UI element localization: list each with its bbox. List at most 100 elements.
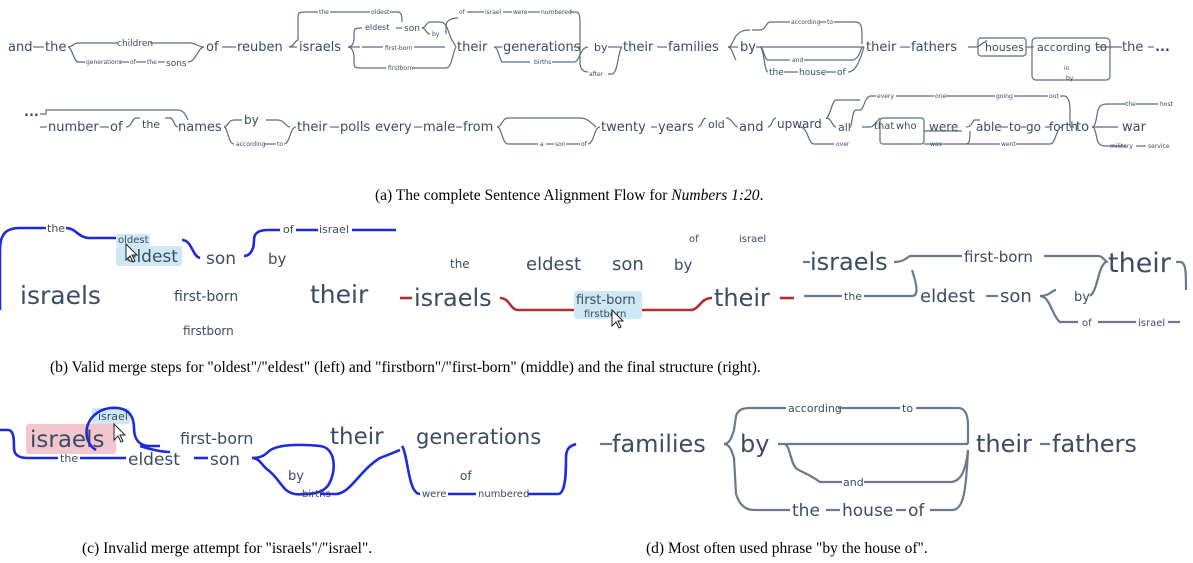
bm-son: son [612, 254, 644, 275]
bl-israel: israel [319, 223, 349, 236]
word-their-3: their [866, 40, 897, 55]
word-twenty: twenty [601, 120, 646, 135]
br-eldest: eldest [920, 286, 975, 307]
bm-the: the [450, 257, 470, 271]
bm-israels: israels [414, 284, 492, 312]
c-by: by [288, 469, 304, 484]
panel-b-right: israels first-born the eldest son by of … [803, 248, 1188, 329]
word-service: service [1148, 143, 1170, 150]
word-the-host: the [1126, 101, 1136, 108]
word-according: according [1037, 41, 1091, 54]
br-first-born: first-born [964, 248, 1033, 266]
word-going: going [996, 93, 1013, 100]
word-and-r2: and [739, 120, 763, 135]
d-by: by [740, 430, 769, 458]
d-their: their [976, 430, 1032, 458]
bl-oldest: oldest [118, 235, 149, 246]
word-births: births [534, 59, 551, 66]
word-upward: upward [777, 117, 822, 131]
word-by-1: by [594, 41, 608, 54]
c-eldest: eldest [128, 450, 180, 470]
c-numbered: numbered [478, 489, 529, 500]
word-fathers: fathers [911, 40, 957, 55]
bl-israels: israels [20, 281, 101, 310]
c-first-born: first-born [180, 429, 253, 448]
word-according-d1: according [791, 19, 821, 26]
br-by: by [1074, 290, 1090, 305]
word-to-1: to [1095, 40, 1107, 54]
bm-eldest: eldest [526, 254, 581, 275]
word-ellipsis-1: ... [1155, 40, 1170, 55]
word-by-small: by [432, 31, 440, 38]
word-numbered-top: numbered [541, 9, 572, 16]
word-ellipsis-2: ... [24, 105, 39, 120]
word-by-2: by [740, 40, 756, 55]
word-by-small-2: by [1066, 75, 1074, 82]
br-son: son [1000, 286, 1032, 307]
bl-by: by [268, 250, 287, 268]
word-every: every [375, 120, 412, 135]
bm-by: by [674, 256, 693, 274]
word-polls: polls [340, 120, 370, 135]
word-house-d1: house [799, 68, 827, 78]
bm-their: their [714, 284, 770, 312]
word-the-d1: the [769, 68, 784, 78]
flow-row-1: and the children generations of the sons… [8, 9, 1170, 82]
word-go: go [1026, 120, 1041, 134]
bm-of: of [689, 234, 699, 245]
c-their: their [330, 424, 384, 450]
word-of-top: of [459, 9, 466, 16]
d-the: the [792, 501, 820, 521]
word-houses: houses [985, 41, 1024, 54]
c-the: the [60, 452, 78, 465]
caption-a: (a) The complete Sentence Alignment Flow… [375, 187, 763, 204]
word-to-r2: to [1009, 120, 1021, 134]
panel-d: families by according to and the house o… [600, 402, 1137, 521]
word-their-2: their [623, 40, 654, 55]
word-war: war [1122, 120, 1147, 135]
bl-eldest: eldest [126, 247, 178, 267]
br-the: the [844, 290, 862, 303]
c-israel: israel [98, 410, 128, 423]
d-fathers: fathers [1052, 430, 1137, 458]
word-their-1: their [457, 40, 488, 55]
word-of-r2-small: of [581, 141, 588, 148]
word-old: old [708, 118, 725, 131]
c-israels: israels [30, 427, 104, 453]
word-from: from [463, 120, 493, 135]
word-sons: sons [166, 59, 187, 69]
word-of: of [206, 40, 219, 55]
word-first-born: first-born [385, 45, 413, 52]
br-of: of [1082, 318, 1092, 329]
c-were: were [422, 489, 446, 500]
word-that: that [874, 121, 894, 132]
word-after: after [589, 71, 604, 78]
d-according: according [788, 402, 842, 415]
word-and: and [8, 40, 32, 55]
c-generations: generations [416, 425, 541, 449]
word-the-r2: the [142, 118, 160, 131]
word-families: families [668, 40, 719, 55]
word-in: in [1064, 65, 1070, 72]
bl-firstborn: firstborn [183, 324, 234, 338]
word-eldest: eldest [365, 23, 389, 32]
bl-first-born: first-born [174, 289, 238, 305]
bm-first-born: first-born [576, 293, 636, 308]
word-oldest: oldest [371, 9, 390, 16]
word-son: son [404, 24, 420, 34]
bl-of: of [283, 223, 295, 236]
panel-b-middle: of israel the eldest son by israels firs… [400, 234, 794, 329]
word-the-small: the [147, 59, 157, 66]
word-and-d1: and [792, 57, 803, 64]
word-generations: generations [86, 59, 122, 66]
word-all: all [838, 121, 851, 134]
word-one: one [935, 93, 946, 100]
word-of-small: of [130, 59, 137, 66]
word-reuben: reuben [237, 40, 283, 55]
word-of-d1: of [837, 68, 847, 78]
word-out: out [1049, 93, 1059, 100]
word-a: a [540, 141, 544, 148]
word-to-end: to [1076, 120, 1089, 135]
bl-their: their [310, 280, 369, 309]
word-years: years [658, 120, 694, 135]
